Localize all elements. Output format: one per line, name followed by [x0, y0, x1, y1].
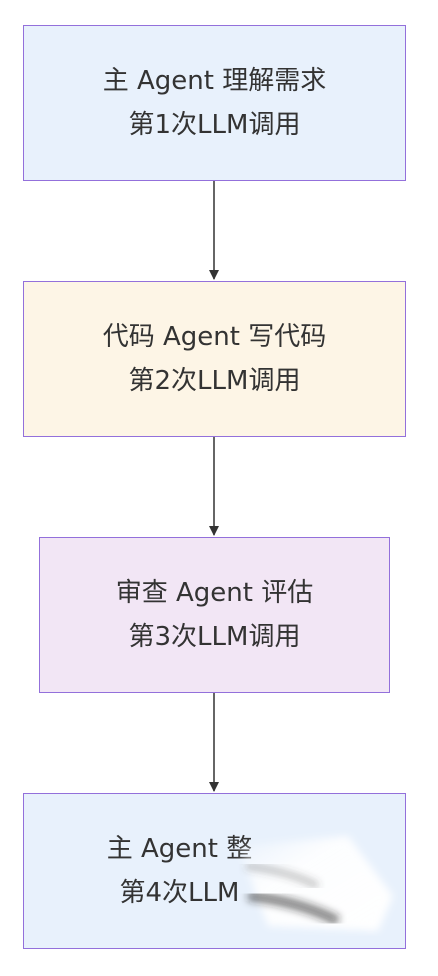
node-subtitle: 第1次LLM调用 — [128, 110, 301, 140]
node-main-agent-understand: 主 Agent 理解需求 第1次LLM调用 — [23, 25, 406, 181]
node-title: 审查 Agent 评估 — [115, 578, 314, 608]
node-title: 主 Agent 理解需求 — [102, 66, 327, 96]
node-code-agent-write: 代码 Agent 写代码 第2次LLM调用 — [23, 281, 406, 437]
node-review-agent-evaluate: 审查 Agent 评估 第3次LLM调用 — [39, 537, 390, 693]
node-subtitle: 第4次LLM — [119, 878, 240, 908]
node-subtitle: 第2次LLM调用 — [128, 366, 301, 396]
node-subtitle: 第3次LLM调用 — [128, 622, 301, 652]
node-title: 代码 Agent 写代码 — [102, 322, 327, 352]
node-title: 主 Agent 整 — [106, 834, 253, 864]
node-main-agent-final: 主 Agent 整 第4次LLM — [23, 793, 406, 949]
